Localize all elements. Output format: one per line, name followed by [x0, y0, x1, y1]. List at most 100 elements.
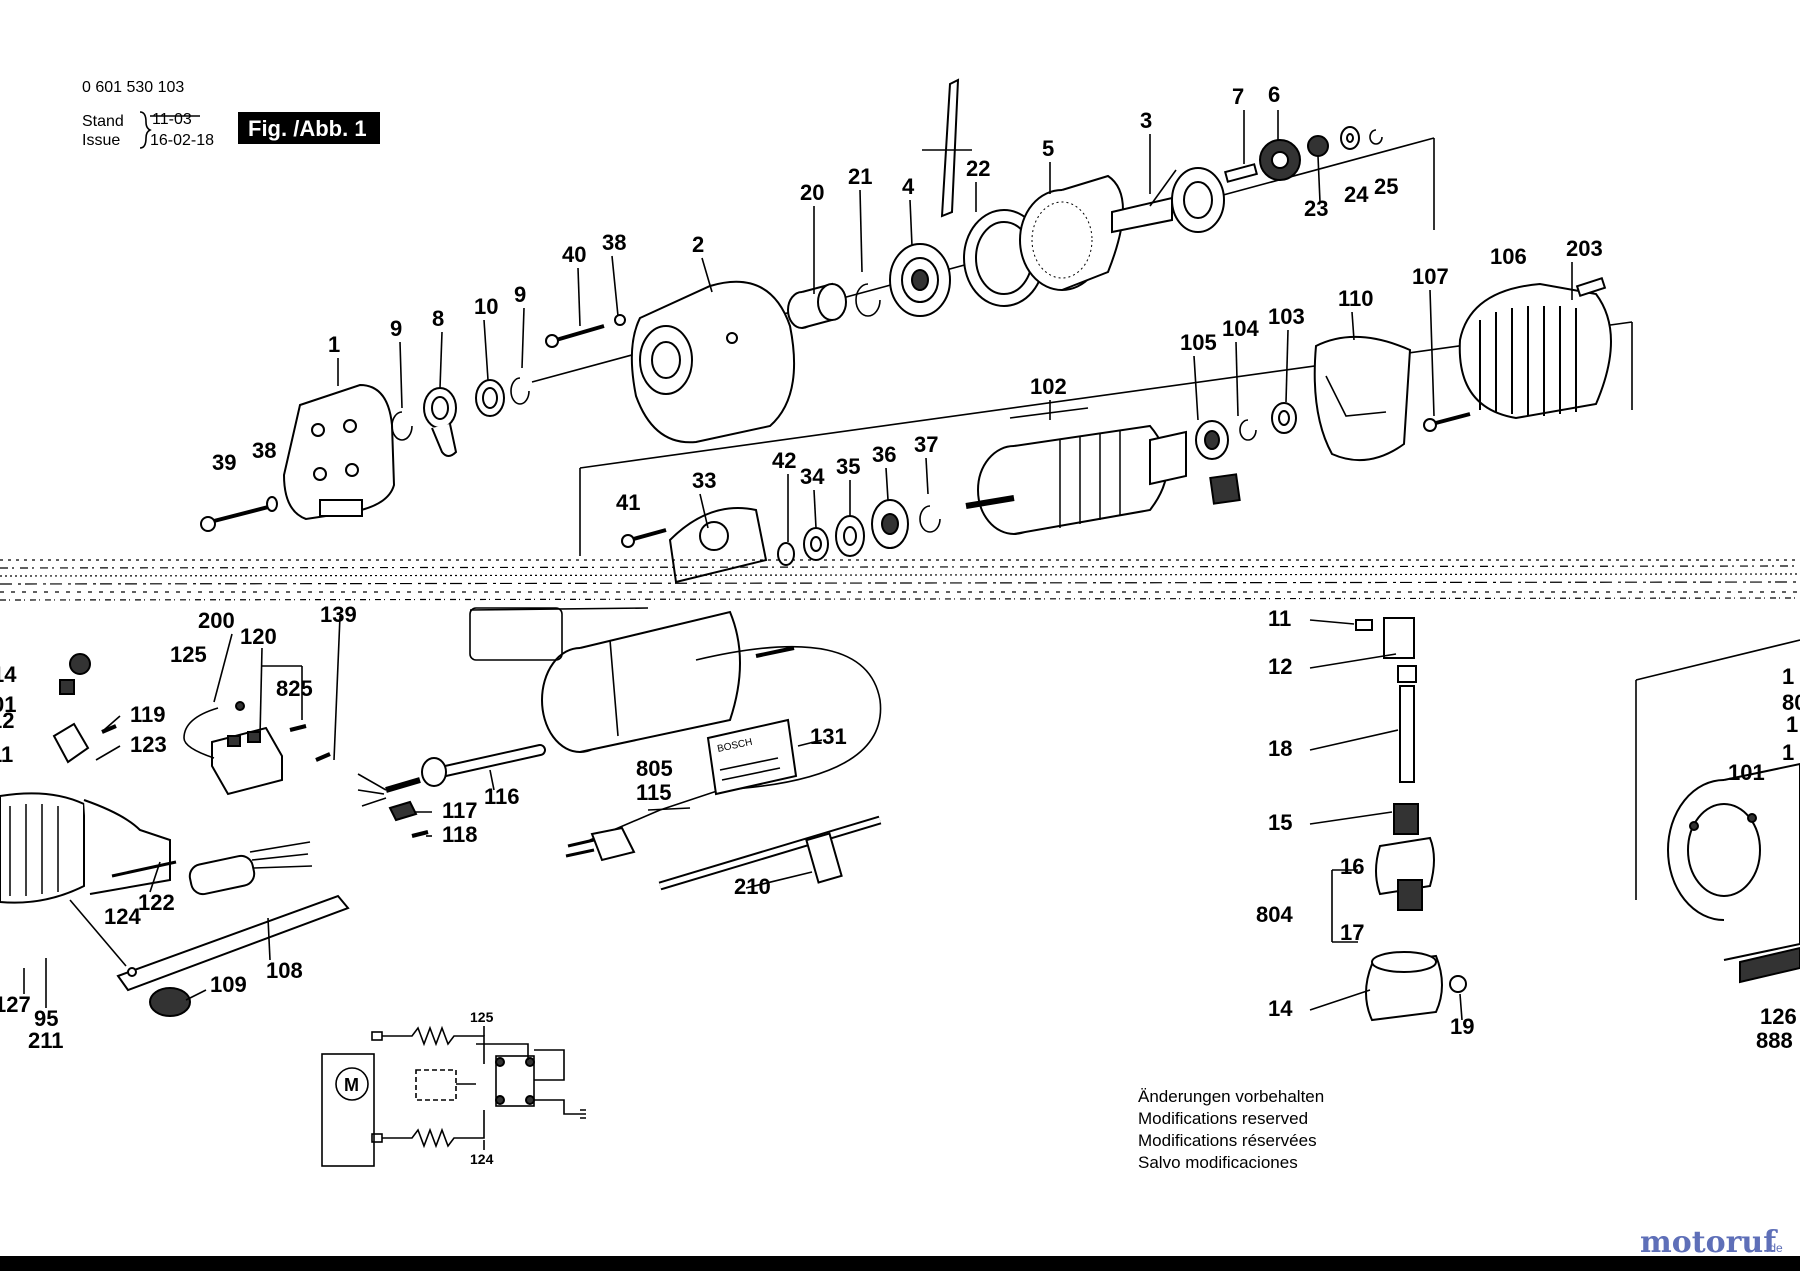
callout-label: 105 [1180, 330, 1217, 355]
callout-label: 127 [0, 992, 31, 1017]
callout-label: 10 [474, 294, 498, 319]
motor-cover-part [469, 607, 741, 753]
ring-part [1239, 419, 1257, 441]
retaining-ring-part [391, 411, 413, 441]
callout-label: 211 [28, 1028, 64, 1053]
ball-bearing-part [889, 243, 951, 317]
retaining-ring-part-2 [510, 377, 530, 405]
callout-label: 35 [836, 454, 860, 479]
washer-part-4 [1271, 402, 1297, 434]
cord-sleeve-part [421, 744, 546, 787]
callout-label: 104 [1222, 316, 1259, 341]
switch-part [211, 726, 283, 796]
callout-label: 17 [1340, 920, 1364, 945]
callout-label: 7 [1232, 84, 1244, 109]
callout-label: 118 [442, 822, 478, 847]
callout-label: 42 [772, 448, 796, 473]
callout-label: 38 [602, 230, 626, 255]
callout-label: 16 [1340, 854, 1364, 879]
figure-title-box [238, 112, 380, 144]
washer-part-6 [803, 527, 829, 561]
callout-label: 3 [1140, 108, 1152, 133]
sleeve-part [787, 282, 847, 329]
callout-label: 116 [484, 784, 520, 809]
circlip-part [1369, 129, 1383, 145]
stand-value: 11-03 [152, 111, 192, 128]
mains-plug-part [565, 826, 636, 862]
callout-label: 23 [1304, 196, 1328, 221]
callout-label: 80 [1782, 690, 1800, 715]
cable-part [658, 815, 882, 891]
callout-label: 5 [1042, 136, 1054, 161]
callout-labels: 7 6 3 5 22 4 21 20 2 38 40 24 25 23 1 9 … [0, 82, 1800, 1053]
callout-label: 8 [432, 306, 444, 331]
callout-label: 1 [328, 332, 340, 357]
washer-part [266, 496, 278, 512]
callout-label: 37 [914, 432, 938, 457]
figure-title: Fig. /Abb. 1 [248, 116, 367, 141]
collet-stack-part [1355, 617, 1443, 1022]
callout-label: 103 [1268, 304, 1305, 329]
gear-housing-part [630, 280, 796, 444]
schematic-ref-124: 124 [470, 1151, 494, 1167]
callout-label: 125 [170, 642, 207, 667]
screw-part-2 [545, 324, 605, 348]
cable-lead-part [183, 701, 245, 759]
callout-label: 101 [1728, 760, 1765, 785]
air-guide-part [1313, 335, 1412, 461]
callout-label: 123 [130, 732, 167, 757]
callout-label: 22 [966, 156, 990, 181]
field-stator-part [1458, 282, 1612, 420]
callout-label: 12 [1268, 654, 1292, 679]
callout-label: 15 [1268, 810, 1292, 835]
retaining-ring-part-3 [855, 283, 881, 317]
issue-label: Issue [82, 132, 120, 149]
callout-label: 203 [1566, 236, 1603, 261]
callout-label: 131 [810, 724, 847, 749]
callout-label: 805 [636, 756, 673, 781]
callout-label: 888 [1756, 1028, 1793, 1053]
brush-part [1209, 473, 1241, 505]
screw-part-7 [1449, 975, 1467, 993]
armature-part [965, 407, 1187, 535]
stand-label: Stand [82, 113, 124, 130]
callout-label: 21 [848, 164, 872, 189]
callout-label: 95 [34, 1006, 58, 1031]
bearing-bush-part [423, 387, 458, 457]
callout-label: 110 [1338, 286, 1374, 311]
right-housing-part [1667, 762, 1800, 984]
washer-part-2 [614, 314, 626, 326]
callout-label: 106 [1490, 244, 1527, 269]
screw-part-3 [1423, 412, 1471, 432]
screw-part [200, 504, 273, 532]
callout-label: 6 [1268, 82, 1280, 107]
guide-rail-part [69, 894, 350, 992]
callout-label: 119 [130, 702, 166, 727]
bottom-bar [0, 1256, 1800, 1271]
right-bracket-line [1635, 639, 1800, 681]
cable-ends-part [357, 773, 421, 807]
brace-804 [1331, 869, 1358, 943]
ball-bearing-part-3 [871, 499, 909, 549]
callout-label: 9 [514, 282, 526, 307]
tool-blade-part [922, 78, 972, 218]
callout-label: 34 [800, 464, 825, 489]
spindle-part [1111, 167, 1225, 234]
pin-part-2 [1575, 276, 1607, 298]
callout-label: 102 [1030, 374, 1067, 399]
note-line-3: Modifications réservées [1138, 1131, 1317, 1150]
pin-part [1223, 163, 1259, 183]
callout-label: 1 [1786, 712, 1798, 737]
callout-label: 115 [636, 780, 672, 805]
rod-part [111, 860, 177, 878]
callout-label: 24 [1344, 182, 1369, 207]
motor-housing-left-part [0, 792, 171, 904]
note-line-1: Änderungen vorbehalten [1138, 1087, 1324, 1106]
callout-label: 11 [1268, 606, 1291, 631]
callout-label: 804 [1256, 902, 1293, 927]
knob-part [149, 987, 191, 1017]
callout-label: 4 [902, 174, 915, 199]
callout-label: 2 [692, 232, 704, 257]
needle-bearing-part [475, 379, 505, 417]
